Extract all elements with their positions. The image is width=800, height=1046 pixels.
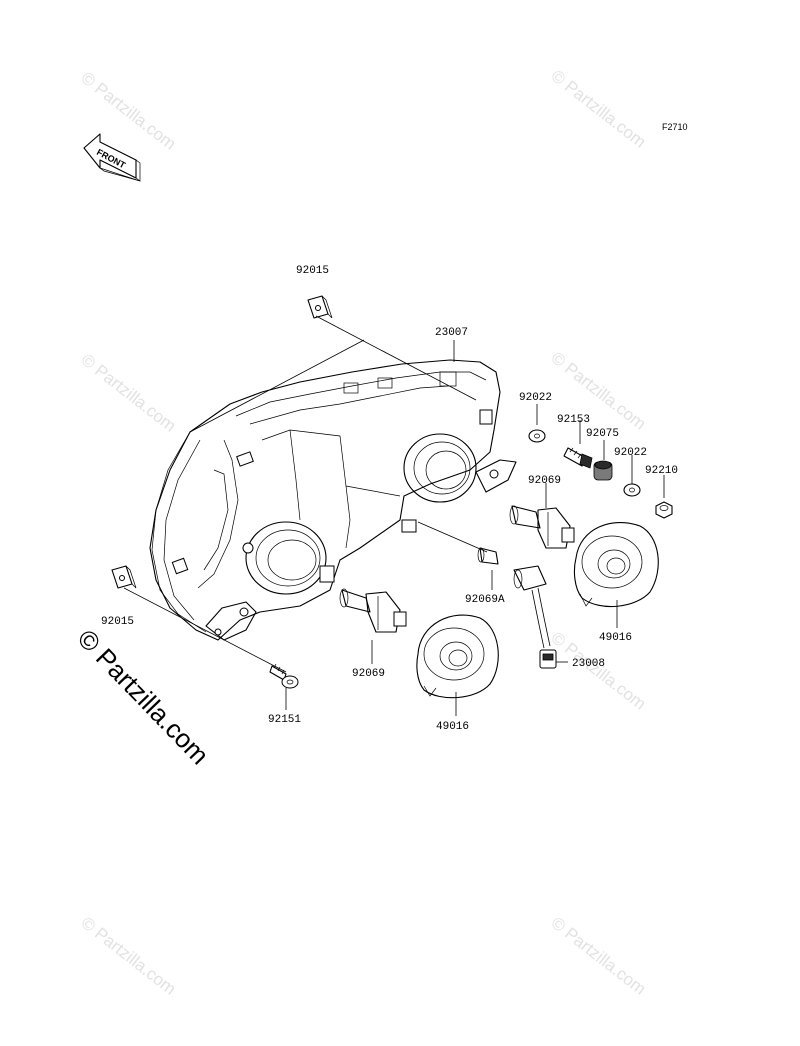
watermark: © Partzilla.com [548,913,650,999]
part-label-49016-left: 49016 [436,721,469,733]
grommet-icon [593,460,613,481]
part-label-92069a: 92069A [465,594,505,606]
nut-icon [655,501,673,519]
watermark-large: © Partzilla.com [72,623,215,770]
dust-boot-icon [416,614,499,699]
clip-nut-icon [307,295,333,319]
adjuster-screw-icon [242,409,493,583]
part-label-92015: 92015 [296,265,329,277]
part-label-92015-left: 92015 [101,616,134,628]
bulb-icon [509,505,575,549]
figure-code: F2710 [662,122,688,132]
part-label-92151: 92151 [268,714,301,726]
part-label-92069-left: 92069 [352,668,385,680]
part-label-92069-right: 92069 [528,475,561,487]
clip-nut-icon [111,565,137,589]
dust-boot-icon [573,522,659,608]
part-labels: 92015 23007 92022 92153 92075 92022 9221… [101,265,678,733]
watermark: © Partzilla.com [78,350,180,436]
part-label-92075: 92075 [586,428,619,440]
front-arrow-icon: FRONT [83,133,141,182]
washer-icon [528,429,546,443]
part-label-92153: 92153 [557,414,590,426]
bulb-socket-icon [513,565,557,669]
part-label-23007: 23007 [435,327,468,339]
screw-icon [269,663,299,689]
watermark: © Partzilla.com [78,913,180,999]
bulb-icon [477,547,499,565]
part-label-92022-right: 92022 [614,447,647,459]
part-label-49016-right: 49016 [599,632,632,644]
watermark: © Partzilla.com [548,66,650,152]
washer-icon [623,483,641,497]
part-label-92022: 92022 [519,392,552,404]
bulb-icon [339,588,407,633]
headlight-housing [149,359,517,641]
bolt-icon [563,447,593,469]
part-label-92210: 92210 [645,465,678,477]
part-label-23008: 23008 [572,658,605,670]
